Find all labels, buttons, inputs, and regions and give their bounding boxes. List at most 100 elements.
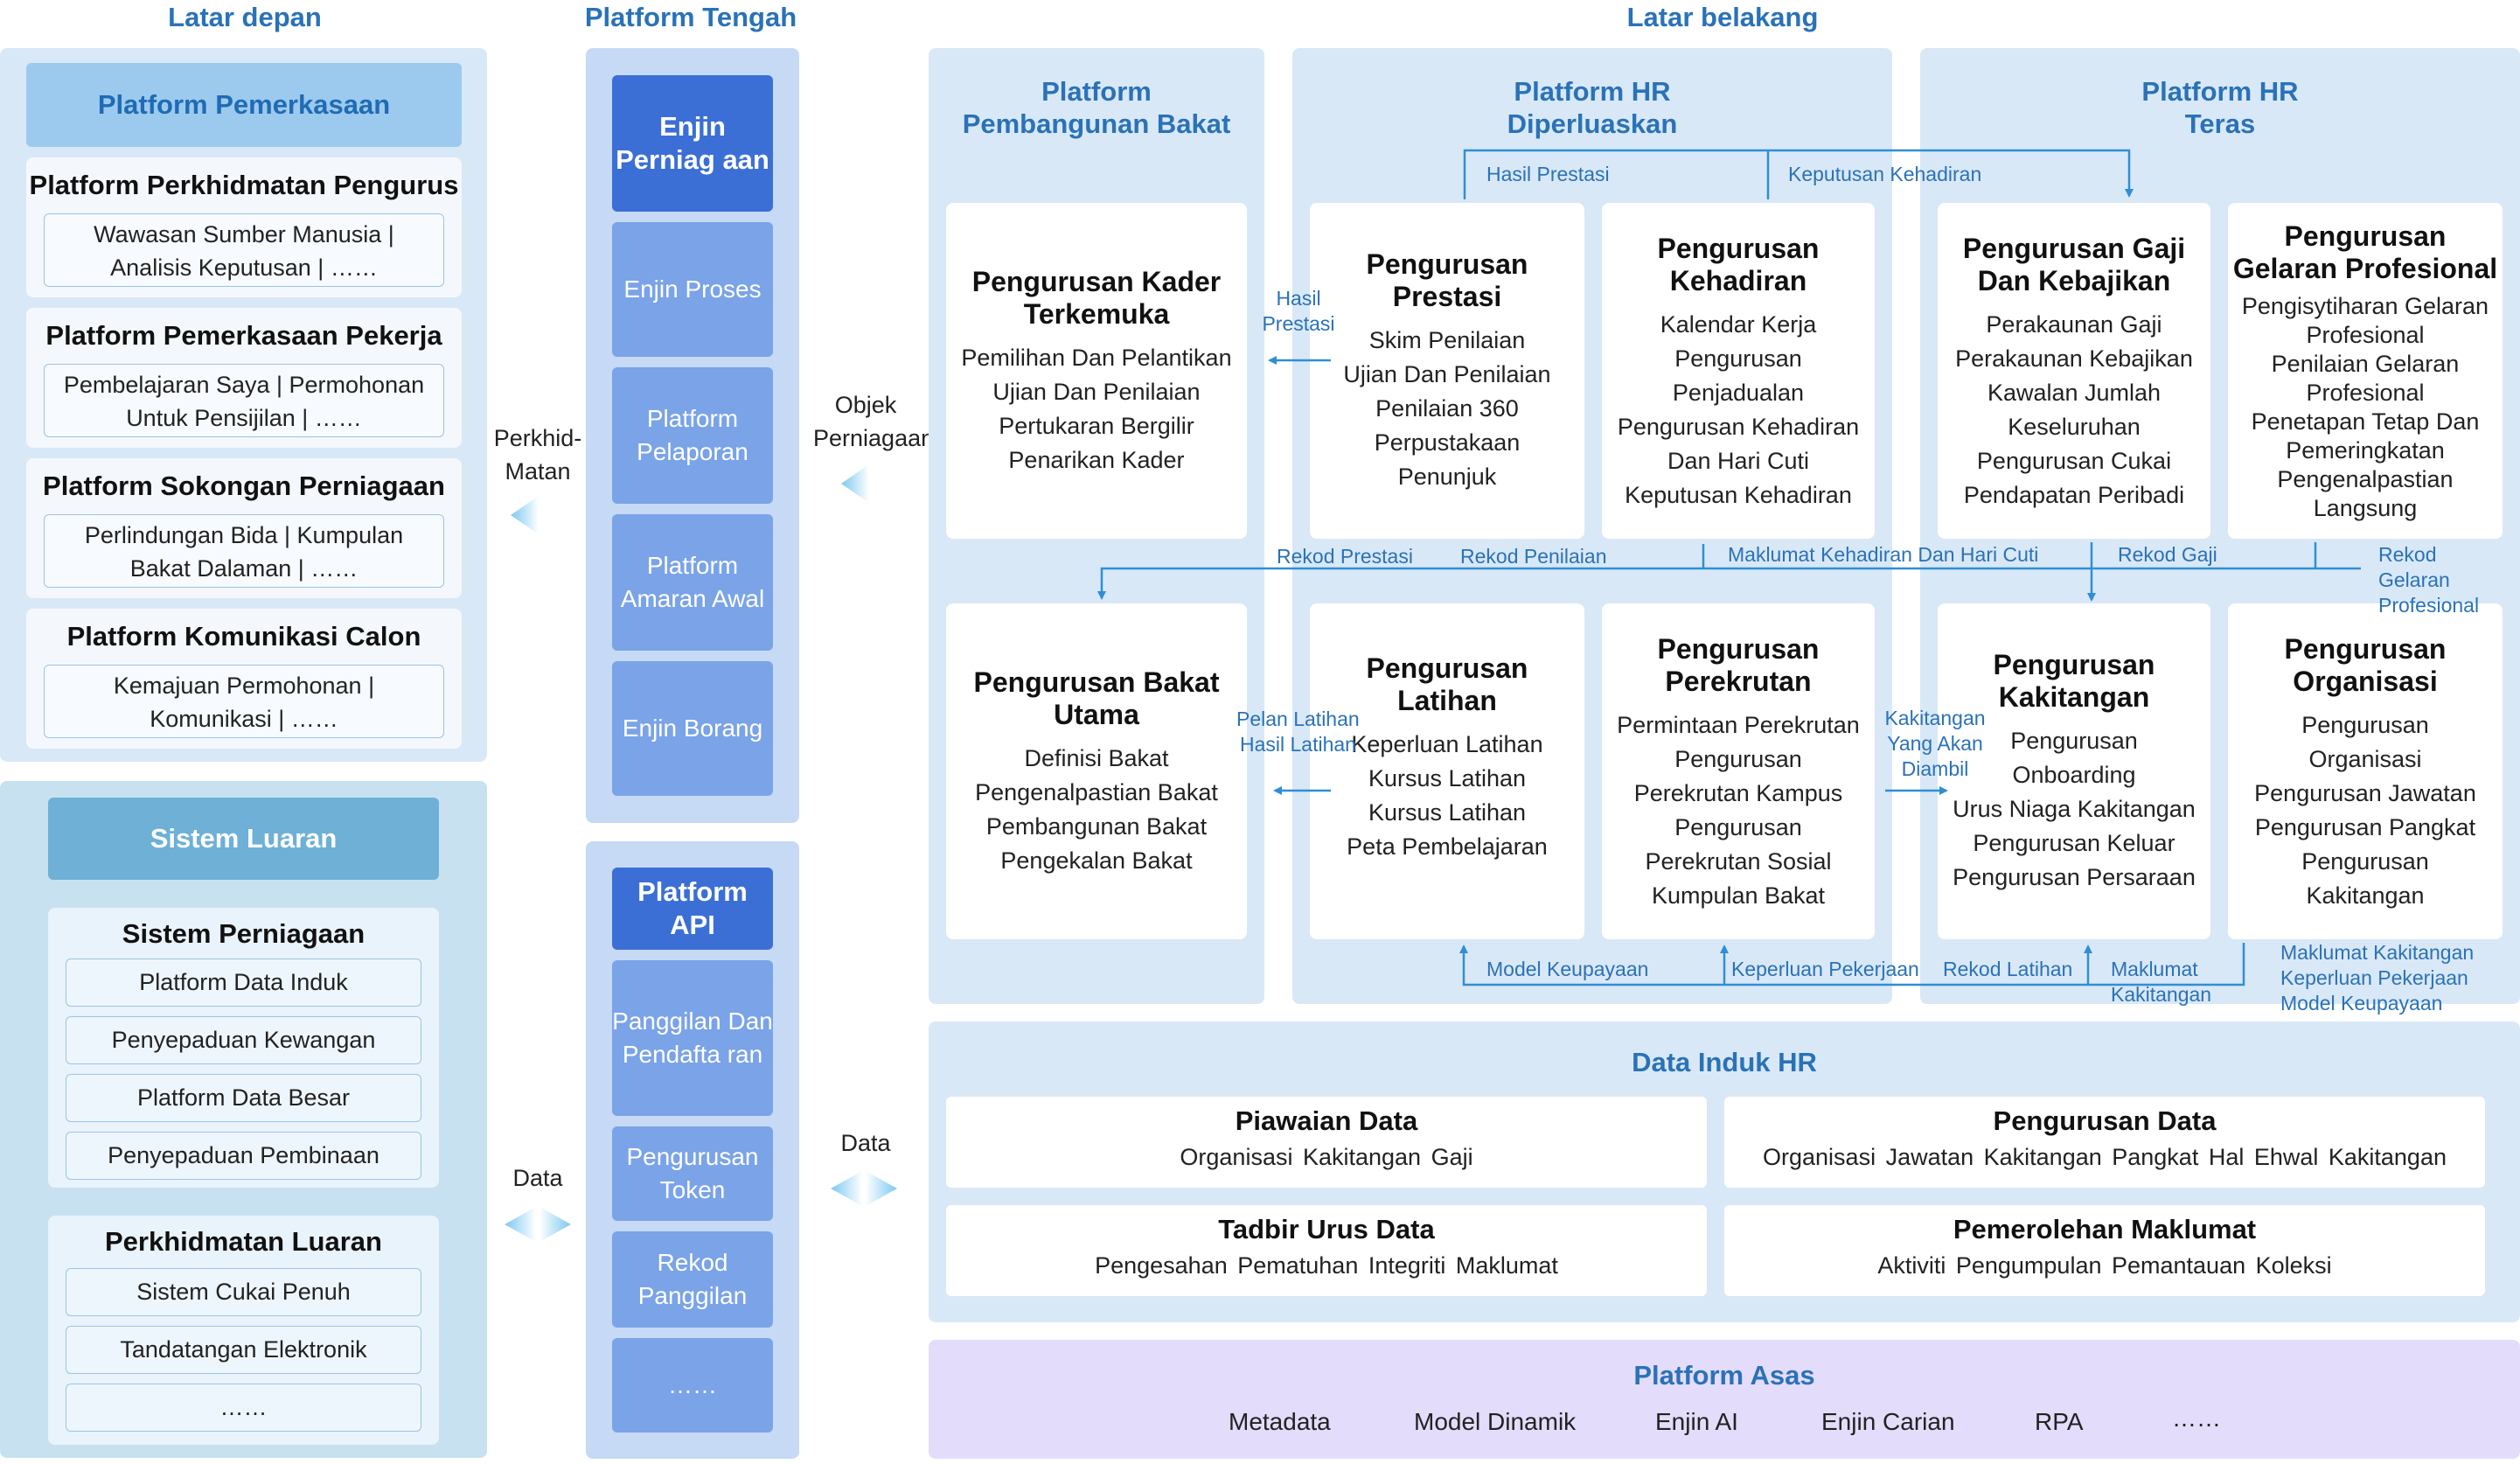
data-card-title: Piawaian Data	[1235, 1105, 1418, 1136]
perkhidmatan-label: Perkhid- Matan	[485, 422, 590, 488]
api-item: ……	[612, 1338, 773, 1433]
flow-label: Rekod Penilaian	[1460, 545, 1607, 568]
data-label-right: Data	[840, 1130, 891, 1156]
asas-item: RPA	[2035, 1408, 2084, 1435]
card-perkhidmatan-pengurus: Platform Perkhidmatan Pengurus Wawasan S…	[26, 157, 462, 297]
api-item: Platform API	[612, 868, 773, 950]
data-card-title: Pemerolehan Maklumat	[1953, 1214, 2257, 1244]
tag-line: Pembelajaran Saya | Permohonan	[63, 372, 425, 398]
engine-item: Platform Pelaporan	[612, 367, 773, 504]
label-line: Prestasi	[1262, 312, 1335, 335]
data-card-title: Tadbir Urus Data	[1218, 1214, 1435, 1244]
list-item: Penyepaduan Kewangan	[66, 1016, 421, 1064]
flow-line	[1097, 567, 2361, 600]
label-line: Hasil	[1276, 287, 1321, 310]
label-line: Maklumat	[2111, 958, 2198, 980]
tag-line: Kemajuan Permohonan |	[113, 673, 375, 699]
flow-line	[1459, 943, 2245, 986]
section-title-hr-diperluaskan: Platform HR Diperluaskan	[1292, 75, 1892, 140]
flow-label-maklumat-kakitangan: Maklumat Kakitangan	[2111, 957, 2211, 1007]
api-item: Panggilan Dan Pendafta ran	[612, 960, 773, 1116]
api-item: Rekod Panggilan	[612, 1231, 773, 1328]
data-label-left: Data	[512, 1165, 563, 1191]
flow-label: Hasil Latihan	[1240, 733, 1356, 756]
card-title: Platform Pemerkasaan Pekerja	[45, 320, 442, 351]
data-card-sub: Pengesahan Pematuhan Integriti Maklumat	[1095, 1252, 1558, 1279]
list-item: Penyepaduan Pembinaan	[66, 1132, 421, 1180]
list-item: Platform Data Besar	[66, 1074, 421, 1122]
title-line: Platform HR	[1514, 76, 1671, 107]
label-line: Gelaran	[2378, 568, 2450, 591]
card-tags: Pembelajaran Saya | Permohonan Untuk Pen…	[44, 364, 444, 437]
flow-label: Pelan Latihan	[1236, 708, 1360, 730]
label-line: Kakitangan	[1884, 707, 1986, 729]
label-line: Maklumat Kakitangan	[2280, 941, 2475, 964]
label-line: Keperluan Pekerjaan	[2280, 966, 2468, 989]
section-title-hr-teras: Platform HR Teras	[1920, 75, 2520, 140]
data-card-pengurusan: Pengurusan Data Organisasi Jawatan Kakit…	[1724, 1097, 2485, 1188]
flow-label: Model Keupayaan	[1486, 958, 1649, 980]
label-line: Matan	[505, 458, 571, 485]
arrow-left-icon	[511, 496, 539, 534]
column-title-middle: Platform Tengah	[584, 2, 797, 32]
arrow-left-icon	[841, 464, 869, 503]
pemerkasaan-header: Platform Pemerkasaan	[26, 63, 462, 147]
platform-asas-panel	[929, 1340, 2520, 1459]
platform-asas-title: Platform Asas	[1633, 1360, 1815, 1391]
flow-label: Hasil Prestasi	[1486, 163, 1610, 185]
engine-item: Enjin Perniag aan	[612, 75, 773, 212]
label-line: Diambil	[1901, 757, 1969, 780]
data-card-sub: Organisasi Jawatan Kakitangan Pangkat Ha…	[1763, 1144, 2447, 1170]
flow-label: Rekod Latihan	[1943, 958, 2073, 980]
card-tags: Wawasan Sumber Manusia | Analisis Keputu…	[44, 213, 444, 287]
card-title: Sistem Perniagaan	[122, 918, 365, 949]
column-title-front: Latar depan	[168, 2, 322, 32]
data-card-sub: Organisasi Kakitangan Gaji	[1180, 1144, 1473, 1170]
title-line: Teras	[2184, 108, 2256, 139]
list-item: Sistem Cukai Penuh	[66, 1268, 421, 1316]
list-item: ……	[66, 1384, 421, 1432]
flow-label-right-stack: Maklumat Kakitangan Keperluan Pekerjaan …	[2280, 940, 2474, 1016]
card-title: Platform Perkhidmatan Pengurus	[29, 170, 459, 200]
section-title-pembangunan-bakat: Platform Pembangunan Bakat	[929, 75, 1264, 140]
label-line: Profesional	[2378, 594, 2480, 617]
arrow-bidirectional-icon	[505, 1207, 571, 1242]
tag-line: Untuk Pensijilan | ……	[126, 405, 362, 431]
sistem-luaran-header: Sistem Luaran	[48, 798, 439, 880]
label-line: Objek	[834, 392, 897, 418]
label-line: Perkhid-	[493, 425, 582, 451]
data-induk-title: Data Induk HR	[1632, 1047, 1817, 1077]
data-card-piawaian: Piawaian Data Organisasi Kakitangan Gaji	[946, 1097, 1707, 1188]
asas-item: Model Dinamik	[1414, 1408, 1577, 1435]
tag-line: Perlindungan Bida | Kumpulan	[84, 522, 404, 548]
data-card-pemerolehan: Pemerolehan Maklumat Aktiviti Pengumpula…	[1724, 1205, 2485, 1296]
label-line: Kakitangan	[2111, 983, 2212, 1006]
tag-line: Bakat Dalaman | ……	[129, 555, 359, 582]
list-item: Tandatangan Elektronik	[66, 1326, 421, 1374]
objek-perniagaan-label: Objek Perniagaan	[813, 388, 934, 455]
asas-item: Metadata	[1229, 1408, 1331, 1435]
